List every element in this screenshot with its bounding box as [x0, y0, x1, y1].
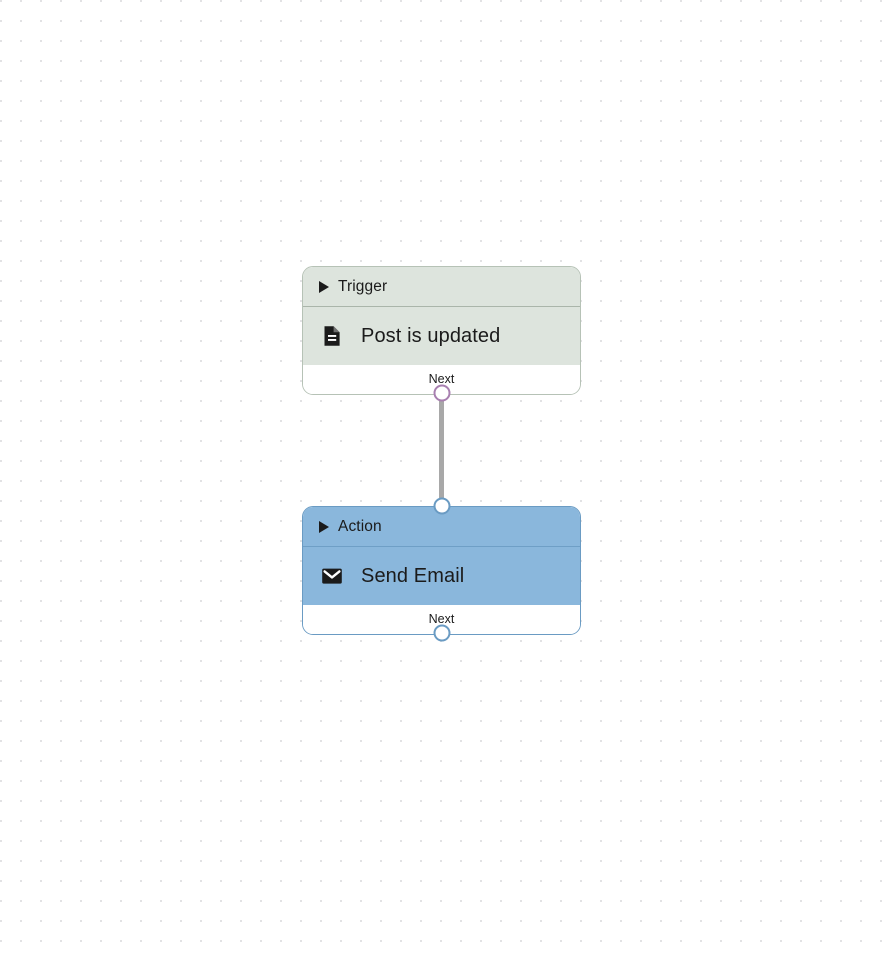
- trigger-node-header-label: Trigger: [338, 277, 388, 295]
- trigger-node-content[interactable]: Post is updated: [303, 307, 580, 365]
- trigger-node-body: Trigger Post is updated Next: [302, 266, 581, 395]
- document-icon: [319, 323, 345, 349]
- trigger-node-header[interactable]: Trigger: [303, 267, 580, 307]
- caret-right-icon[interactable]: [319, 281, 329, 293]
- caret-right-icon[interactable]: [319, 521, 329, 533]
- action-node-header-label: Action: [338, 517, 382, 535]
- action-node-title: Send Email: [361, 565, 465, 587]
- action-node-content[interactable]: Send Email: [303, 547, 580, 605]
- trigger-next-label: Next: [428, 372, 455, 387]
- action-next-port[interactable]: [433, 624, 450, 642]
- trigger-node-footer: Next: [303, 365, 580, 394]
- action-input-port[interactable]: [433, 497, 450, 515]
- workflow-node-trigger[interactable]: Trigger Post is updated Next: [302, 266, 581, 402]
- trigger-next-port[interactable]: [433, 384, 450, 402]
- action-node-body: Action Send Email Next: [302, 506, 581, 635]
- workflow-node-action[interactable]: Action Send Email Next: [302, 497, 581, 642]
- trigger-node-title: Post is updated: [361, 325, 501, 347]
- action-next-label: Next: [428, 612, 455, 627]
- envelope-icon: [319, 563, 345, 589]
